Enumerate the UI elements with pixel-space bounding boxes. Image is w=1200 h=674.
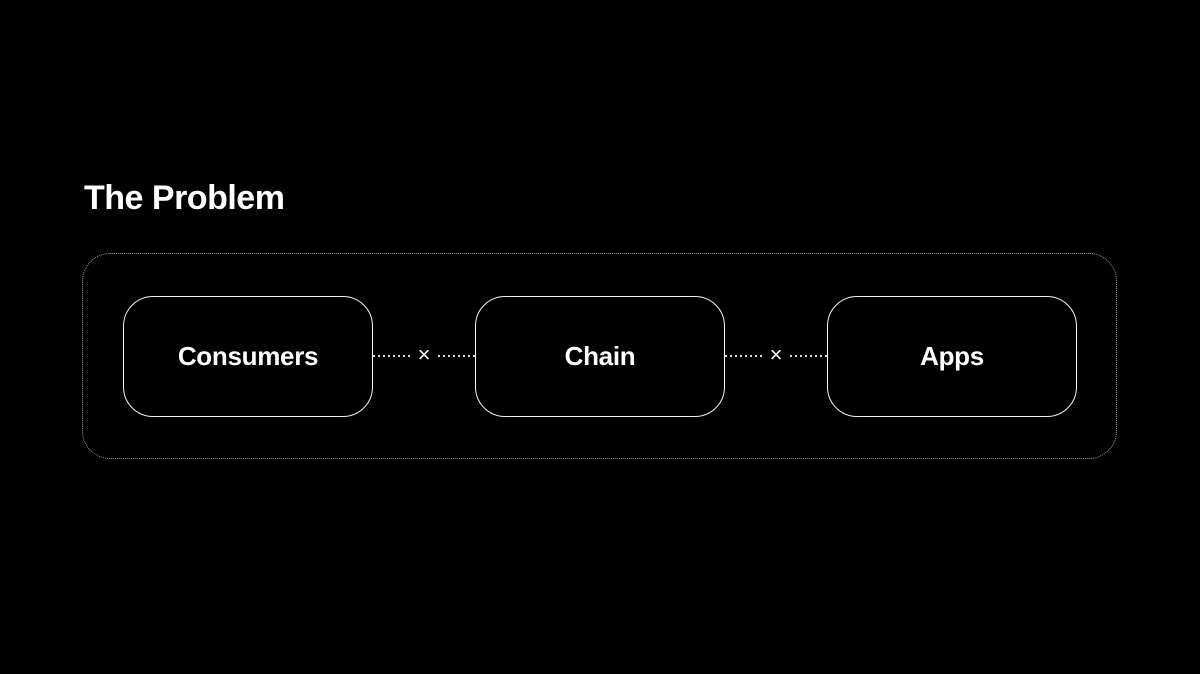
dashed-line [438,355,476,357]
connector-consumers-chain: × [373,296,476,417]
node-consumers: Consumers [123,295,373,417]
node-apps: Apps [827,295,1077,417]
dashed-line [725,355,762,357]
node-apps-label: Apps [920,340,984,371]
node-chain: Chain [475,295,725,417]
multiply-icon: × [417,342,431,367]
multiply-icon: × [769,342,783,367]
problem-diagram-frame: Consumers × Chain × Apps [82,253,1117,459]
connector-chain-apps: × [725,296,828,417]
dashed-line [373,355,410,357]
dashed-line [790,355,828,357]
node-consumers-label: Consumers [177,340,319,371]
slide-title: The Problem [84,179,285,217]
node-chain-label: Chain [564,340,636,371]
